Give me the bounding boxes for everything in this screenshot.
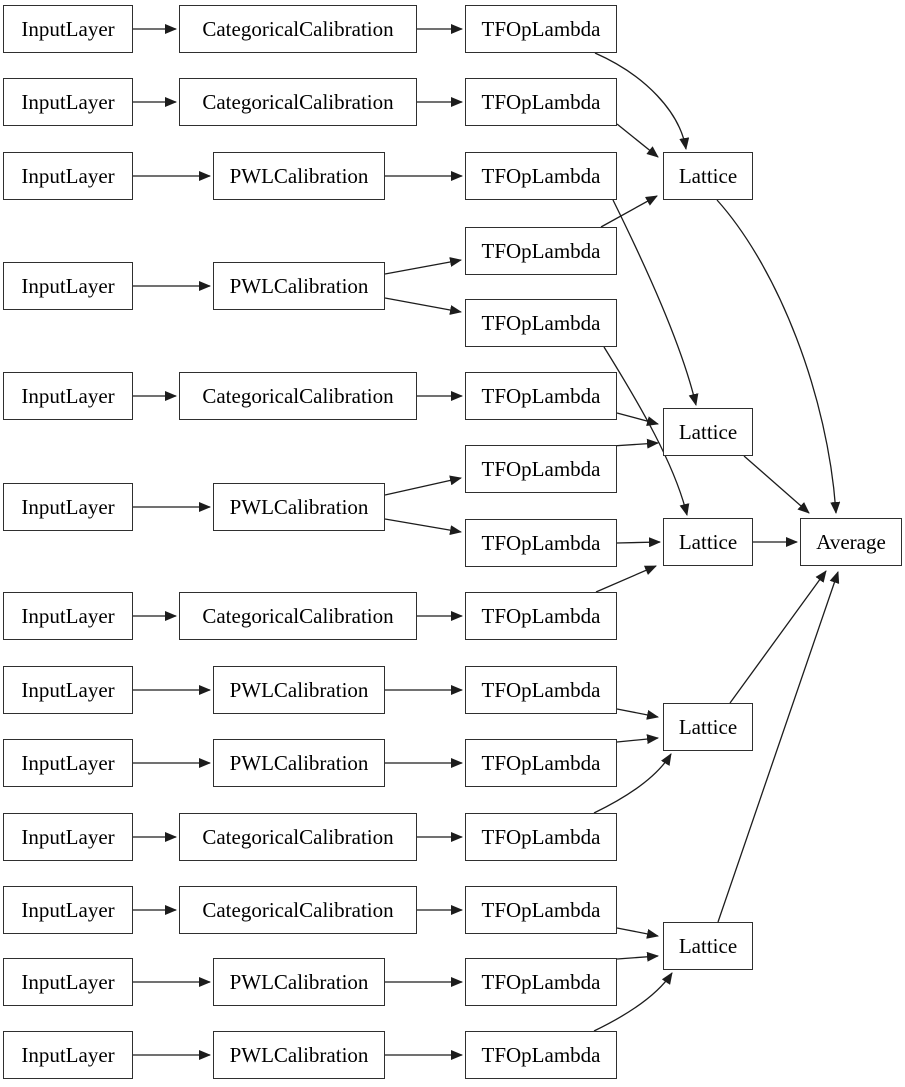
node-in2-inputlayer: InputLayer	[3, 78, 133, 126]
node-t1-tfoplambda: TFOpLambda	[465, 5, 617, 53]
node-t2-tfoplambda: TFOpLambda	[465, 78, 617, 126]
node-t5-tfoplambda: TFOpLambda	[465, 299, 617, 347]
edge-t15-to-lat5	[593, 972, 673, 1032]
node-t13-tfoplambda: TFOpLambda	[465, 886, 617, 934]
node-cal4-pwlcalibration: PWLCalibration	[213, 262, 385, 310]
edge-t11-to-lat4	[616, 734, 659, 745]
node-cal1-categoricalcalibration: CategoricalCalibration	[179, 5, 417, 53]
node-t3-tfoplambda: TFOpLambda	[465, 152, 617, 200]
node-lat1-lattice: Lattice	[663, 152, 753, 200]
node-t7-tfoplambda: TFOpLambda	[465, 445, 617, 493]
node-in9-inputlayer: InputLayer	[3, 739, 133, 787]
edge-t2-to-lat1	[616, 123, 659, 158]
edge-t9-to-lat3	[595, 565, 657, 593]
edge-t8-to-lat3	[616, 537, 661, 548]
node-t11-tfoplambda: TFOpLambda	[465, 739, 617, 787]
node-cal13-pwlcalibration: PWLCalibration	[213, 1031, 385, 1079]
edge-t6-to-lat2	[616, 412, 659, 426]
node-t6-tfoplambda: TFOpLambda	[465, 372, 617, 420]
edge-t12-to-lat4	[593, 753, 672, 814]
node-in6-inputlayer: InputLayer	[3, 483, 133, 531]
edge-cal4-to-t4	[384, 257, 462, 275]
edge-lat4-to-avg	[729, 570, 827, 704]
edge-cal4-to-t5	[384, 297, 462, 315]
node-in11-inputlayer: InputLayer	[3, 886, 133, 934]
node-lat2-lattice: Lattice	[663, 408, 753, 456]
edge-t14-to-lat5	[616, 951, 659, 962]
node-cal7-categoricalcalibration: CategoricalCalibration	[179, 592, 417, 640]
edge-t5-to-lat3	[603, 346, 690, 516]
node-cal2-categoricalcalibration: CategoricalCalibration	[179, 78, 417, 126]
node-in5-inputlayer: InputLayer	[3, 372, 133, 420]
node-avg-average: Average	[800, 518, 902, 566]
node-lat4-lattice: Lattice	[663, 703, 753, 751]
node-cal8-pwlcalibration: PWLCalibration	[213, 666, 385, 714]
node-lat5-lattice: Lattice	[663, 922, 753, 970]
node-in13-inputlayer: InputLayer	[3, 1031, 133, 1079]
node-cal10-categoricalcalibration: CategoricalCalibration	[179, 813, 417, 861]
node-t9-tfoplambda: TFOpLambda	[465, 592, 617, 640]
node-in3-inputlayer: InputLayer	[3, 152, 133, 200]
node-cal5-categoricalcalibration: CategoricalCalibration	[179, 372, 417, 420]
node-t14-tfoplambda: TFOpLambda	[465, 958, 617, 1006]
node-t10-tfoplambda: TFOpLambda	[465, 666, 617, 714]
edge-t7-to-lat2	[611, 438, 659, 449]
node-cal11-categoricalcalibration: CategoricalCalibration	[179, 886, 417, 934]
edge-lat5-to-avg	[717, 571, 840, 923]
edge-t10-to-lat4	[616, 708, 659, 720]
edge-cal6-to-t8	[384, 518, 462, 536]
node-lat3-lattice: Lattice	[663, 518, 753, 566]
node-in8-inputlayer: InputLayer	[3, 666, 133, 714]
node-in7-inputlayer: InputLayer	[3, 592, 133, 640]
node-in4-inputlayer: InputLayer	[3, 262, 133, 310]
edge-t1-to-lat1	[594, 52, 690, 150]
node-cal9-pwlcalibration: PWLCalibration	[213, 739, 385, 787]
edge-lat2-to-avg	[743, 455, 810, 514]
edge-cal6-to-t7	[384, 475, 462, 496]
edge-t13-to-lat5	[616, 927, 659, 939]
node-in12-inputlayer: InputLayer	[3, 958, 133, 1006]
node-t8-tfoplambda: TFOpLambda	[465, 519, 617, 567]
node-cal6-pwlcalibration: PWLCalibration	[213, 483, 385, 531]
node-in1-inputlayer: InputLayer	[3, 5, 133, 53]
node-in10-inputlayer: InputLayer	[3, 813, 133, 861]
edge-t3-to-lat2	[612, 199, 699, 406]
node-cal12-pwlcalibration: PWLCalibration	[213, 958, 385, 1006]
node-t15-tfoplambda: TFOpLambda	[465, 1031, 617, 1079]
node-t12-tfoplambda: TFOpLambda	[465, 813, 617, 861]
node-t4-tfoplambda: TFOpLambda	[465, 227, 617, 275]
node-cal3-pwlcalibration: PWLCalibration	[213, 152, 385, 200]
edge-lat1-to-avg	[716, 199, 841, 514]
edge-t4-to-lat1	[600, 195, 658, 228]
